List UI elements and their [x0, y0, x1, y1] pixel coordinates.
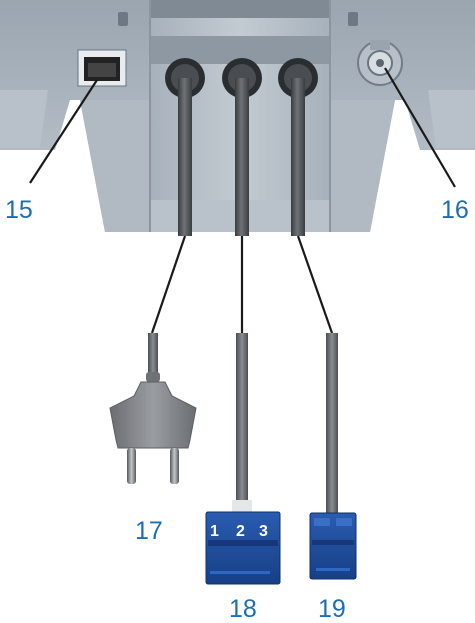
connector-pin-label: 1 — [210, 523, 219, 540]
connector-small — [309, 333, 357, 580]
callout-antenna-connector: 16 — [441, 196, 469, 224]
callout-power-plug: 17 — [135, 517, 163, 545]
callout-connector-small: 19 — [318, 595, 346, 623]
network-port — [77, 49, 127, 87]
callout-network-port: 15 — [5, 196, 33, 224]
antenna-connector — [357, 40, 403, 86]
power-plug — [109, 333, 197, 484]
connector-pin-label: 3 — [259, 523, 268, 540]
connector-pin-label: 2 — [236, 523, 245, 540]
callout-connector-three-pin: 18 — [229, 595, 257, 623]
cable-bundle — [178, 78, 305, 236]
leader-lines — [29, 67, 456, 334]
connector-three-pin: 1 2 3 — [205, 333, 281, 585]
